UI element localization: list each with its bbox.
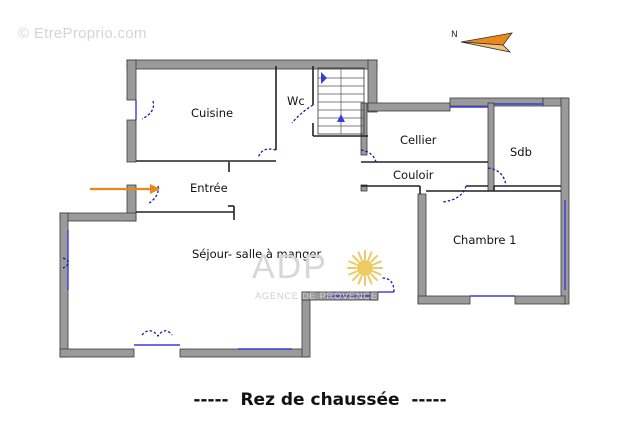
- door-swing: [147, 185, 159, 205]
- door-swing: [381, 277, 395, 293]
- wall-segment: [360, 184, 368, 192]
- sun-ray: [348, 260, 358, 266]
- stair-direction-arrow-icon: [337, 114, 345, 122]
- plan-caption: ----- Rez de chaussée -----: [193, 390, 447, 410]
- door-swing: [291, 104, 314, 124]
- sun-ray: [372, 270, 382, 276]
- room-label-wc: Wc: [287, 94, 305, 108]
- agency-logo-subtitle: AGENCE DE PROVENCE: [255, 291, 378, 302]
- wall-segment: [367, 59, 378, 113]
- wall-segment: [449, 97, 544, 107]
- sun-ray: [351, 273, 360, 282]
- door-swing: [487, 167, 507, 187]
- wall-segment: [417, 193, 427, 303]
- room-label-cellier: Cellier: [400, 133, 437, 147]
- sun-ray: [348, 270, 358, 276]
- sun-ray: [367, 275, 373, 285]
- door-swing: [62, 257, 70, 269]
- entry-arrow-head: [150, 184, 160, 194]
- door-swing: [257, 148, 277, 159]
- sun-ray: [370, 254, 379, 263]
- door-swing: [441, 185, 467, 203]
- watermark: © EtreProprio.com: [18, 25, 147, 42]
- wall-segment: [417, 295, 471, 305]
- sun-ray: [357, 251, 363, 261]
- stair-landing-arrow-icon: [321, 72, 327, 84]
- sun-ray: [357, 275, 363, 285]
- sun-disc: [357, 260, 373, 276]
- wall-segment: [126, 119, 137, 163]
- room-label-sejour: Séjour- salle à manger: [192, 247, 322, 261]
- door-swings: [62, 100, 507, 338]
- compass-north-label: N: [451, 30, 458, 40]
- door-swing: [360, 149, 377, 163]
- wall-segment: [59, 348, 135, 358]
- room-label-entree: Entrée: [190, 181, 228, 195]
- door-swing: [141, 100, 155, 120]
- wall-segment: [367, 102, 451, 112]
- wall-segment: [126, 59, 137, 101]
- room-label-sdb: Sdb: [510, 145, 532, 159]
- sun-ray: [367, 251, 373, 261]
- wall-segment: [487, 102, 495, 192]
- door-swing: [141, 330, 173, 338]
- compass-needle-shade: [460, 41, 512, 53]
- sun-ray: [351, 254, 360, 263]
- north-compass-icon: [460, 32, 513, 53]
- wall-segment: [514, 295, 566, 305]
- room-label-chambre: Chambre 1: [453, 233, 517, 247]
- wall-segment: [179, 348, 309, 358]
- agency-logo-text: ADP: [252, 248, 328, 286]
- wall-segment: [59, 212, 69, 358]
- agency-sun-logo-icon: [347, 250, 383, 286]
- room-label-cuisine: Cuisine: [191, 106, 234, 120]
- wall-segment: [59, 212, 137, 222]
- sun-ray: [372, 260, 382, 266]
- interior-partitions: [136, 66, 561, 220]
- sun-ray: [370, 273, 379, 282]
- staircase: [317, 67, 365, 135]
- windows: [67, 100, 566, 350]
- entry-arrow-icon: [90, 184, 160, 194]
- room-label-couloir: Couloir: [393, 168, 434, 182]
